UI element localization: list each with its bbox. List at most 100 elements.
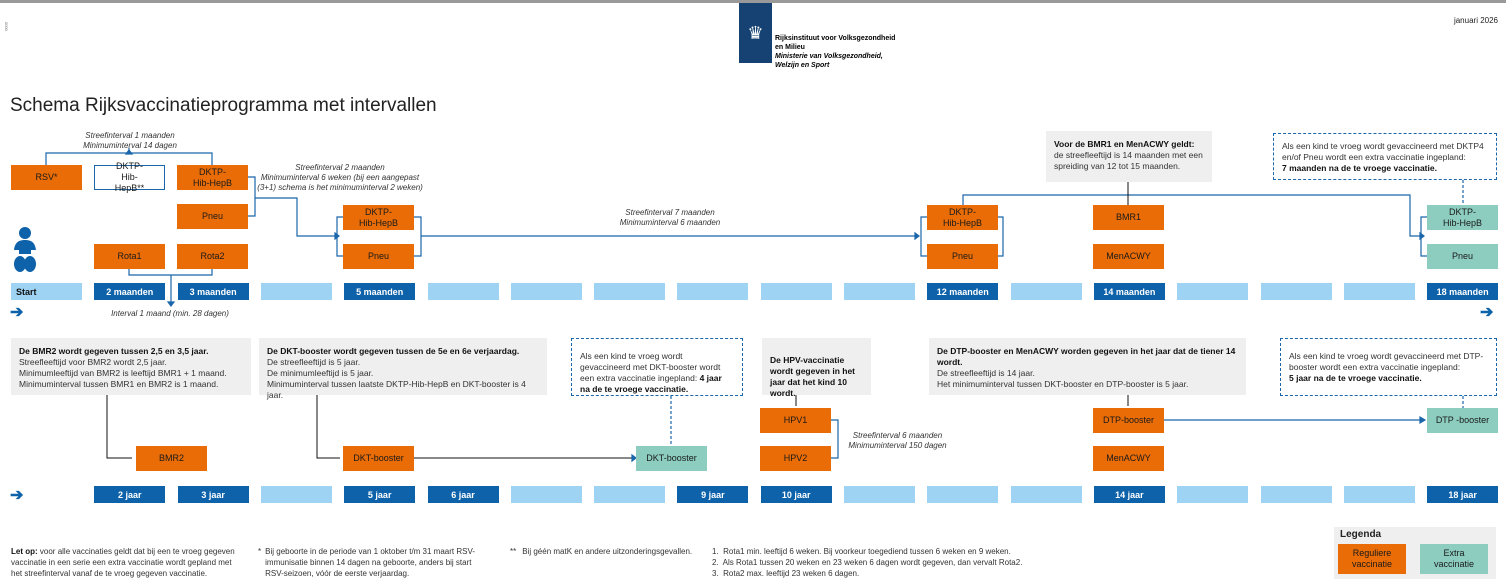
vaccine-hpv1: HPV1 — [760, 408, 831, 433]
info-title: Voor de BMR1 en MenACWY geldt: — [1054, 139, 1195, 149]
info-text: Minimuminterval tussen BMR1 en BMR2 is 1… — [19, 379, 219, 389]
baby-icon — [11, 226, 39, 274]
timeline-slot — [844, 486, 915, 503]
vaccine-dtp-booster: DTP-booster — [1093, 408, 1164, 433]
note-line: Minimuminterval 14 dagen — [83, 141, 177, 150]
note-line: Minimuminterval 6 maanden — [619, 218, 721, 227]
note-line: Streefinterval 7 maanden — [625, 208, 715, 217]
vaccine-bmr1: BMR1 — [1093, 205, 1164, 230]
logo-line: Ministerie van Volksgezondheid, — [775, 53, 883, 60]
timeline-slot — [844, 283, 915, 300]
footer-list: 1. Rota1 min. leeftijd 6 weken. Bij voor… — [712, 546, 1022, 579]
info-bold: 5 jaar na de te vroege vaccinatie. — [1289, 373, 1422, 383]
footer-star2: ** Bij géén matK en andere uitzonderingsg… — [510, 546, 692, 557]
info-dtp-extra: Als een kind te vroeg wordt gevaccineerd… — [1280, 338, 1497, 396]
info-bold: 4 jaar na de te vroege vaccinatie. — [580, 373, 722, 394]
info-text: Streefleeftijd voor BMR2 wordt 2,5 jaar. — [19, 357, 167, 367]
letop-label: Let op: — [11, 547, 38, 556]
info-text: De streefleeftijd is 5 jaar. — [267, 357, 361, 367]
info-hpv: De HPV-vaccinatie wordt gegeven in het j… — [762, 338, 871, 398]
list-item: 2. Als Rota1 tussen 20 weken en 23 weken… — [712, 558, 1023, 567]
timeline-slot — [510, 486, 582, 503]
vaccine-hpv2: HPV2 — [760, 446, 831, 471]
info-text: Als een kind te vroeg wordt gevaccineerd… — [1289, 351, 1484, 372]
timeline-slot: 10 jaar — [760, 486, 832, 503]
info-bold: 7 maanden na de te vroege vaccinatie. — [1282, 163, 1437, 173]
timeline-slot — [510, 283, 582, 300]
vaccine-rota2: Rota2 — [177, 244, 248, 269]
timeline-slot: 2 jaar — [94, 486, 166, 503]
footer-letop: Let op: voor alle vaccinaties geldt dat … — [11, 546, 243, 579]
info-text: Als een kind te vroeg wordt gevaccineerd… — [580, 351, 721, 383]
legend-regular: Reguliere vaccinatie — [1338, 544, 1406, 574]
vaccine-dktp-18m-extra: DKTP-Hib-HepB — [1427, 205, 1498, 230]
vaccine-dktp-3m: DKTP-Hib-HepB — [177, 165, 248, 190]
timeline-slot — [1177, 486, 1249, 503]
timeline-slot — [1260, 486, 1332, 503]
vaccine-dkt-booster-extra: DKT-booster — [636, 446, 707, 471]
vaccine-menacwy-14y: MenACWY — [1093, 446, 1164, 471]
info-text: Minimumleeftijd van BMR2 is leeftijd BMR… — [19, 368, 227, 378]
info-dktp4-extra: Als een kind te vroeg wordt gevaccineerd… — [1273, 133, 1497, 180]
info-title: De DTP-booster en MenACWY worden gegeven… — [937, 346, 1236, 367]
info-text: De streefleeftijd is 14 jaar. — [937, 368, 1035, 378]
top-border — [0, 0, 1506, 3]
timeline-slot: 6 jaar — [427, 486, 499, 503]
vaccine-menacwy-14m: MenACWY — [1093, 244, 1164, 269]
info-text: de streefleeftijd is 14 maanden met een … — [1054, 150, 1203, 171]
star-mark: * — [258, 547, 262, 556]
star-mark: ** — [510, 547, 517, 556]
info-dkt: De DKT-booster wordt gegeven tussen de 5… — [259, 338, 547, 400]
vaccine-bmr2: BMR2 — [136, 446, 207, 471]
vaccine-rota1: Rota1 — [94, 244, 165, 269]
date: januari 2026 — [1453, 16, 1498, 25]
vaccine-pneu-3m: Pneu — [177, 204, 248, 229]
timeline-slot: 9 jaar — [677, 486, 749, 503]
vaccine-dkt-booster: DKT-booster — [343, 446, 414, 471]
logo-text: Rijksinstituut voor Volksgezondheid en M… — [775, 34, 895, 70]
info-text: Minimuminterval tussen laatste DKTP-Hib-… — [267, 379, 526, 400]
timeline-slot: 14 maanden — [1093, 283, 1165, 300]
interval-note: Interval 1 maand (min. 28 dagen) — [111, 309, 229, 318]
note-line: Streefinterval 2 maanden — [295, 163, 385, 172]
timeline-slot — [260, 283, 332, 300]
info-title: De HPV-vaccinatie wordt gegeven in het j… — [770, 355, 856, 398]
timeline-slot — [1343, 486, 1415, 503]
vaccine-dktp-extra: DKTP-Hib-HepB** — [94, 161, 165, 193]
timeline-slot: 5 maanden — [344, 283, 416, 300]
timeline-slot: 18 jaar — [1427, 486, 1499, 503]
arrow-right-icon: ➔ — [10, 304, 24, 321]
vaccine-dktp-12m: DKTP-Hib-HepB — [927, 205, 998, 230]
info-text: De minimumleeftijd is 5 jaar. — [267, 368, 374, 378]
timeline-slot — [1177, 283, 1249, 300]
footer-star1: *Bij geboorte in de periode van 1 oktobe… — [258, 546, 490, 579]
timeline-slot: 18 maanden — [1427, 283, 1499, 300]
timeline-slot — [260, 486, 332, 503]
vaccine-dktp-5m: DKTP-Hib-HepB — [343, 205, 414, 230]
star-text: Bij géén matK en andere uitzonderingsgev… — [522, 547, 693, 556]
timeline-slot: Start — [11, 283, 82, 300]
note-line: Minimuminterval 6 weken (bij een aangepa… — [260, 173, 420, 182]
vaccine-rsv: RSV* — [11, 165, 82, 190]
timeline-slot — [594, 283, 666, 300]
timeline-slot — [594, 486, 666, 503]
arrow-right-icon: ➔ — [1480, 487, 1494, 504]
timeline-slot — [927, 486, 999, 503]
timeline-slot — [1010, 283, 1082, 300]
timeline-slot: 12 maanden — [927, 283, 999, 300]
legend: Legenda Reguliere vaccinatie Extra vacci… — [1334, 527, 1496, 579]
legend-title: Legenda — [1340, 529, 1382, 540]
timeline-slot: 3 maanden — [177, 283, 249, 300]
legend-extra: Extra vaccinatie — [1420, 544, 1488, 574]
logo: ♛ — [739, 3, 772, 63]
logo-line: Rijksinstituut voor Volksgezondheid — [775, 35, 896, 42]
note-line: Streefinterval 1 maanden — [85, 131, 175, 140]
info-title: De DKT-booster wordt gegeven tussen de 5… — [267, 346, 520, 356]
vaccine-dtp-booster-extra: DTP -booster — [1427, 408, 1498, 433]
info-bmr1: Voor de BMR1 en MenACWY geldt:de streefl… — [1046, 131, 1212, 182]
note-line: Minimuminterval 150 dagen — [848, 441, 947, 450]
letop-text: voor alle vaccinaties geldt dat bij een … — [11, 547, 235, 578]
